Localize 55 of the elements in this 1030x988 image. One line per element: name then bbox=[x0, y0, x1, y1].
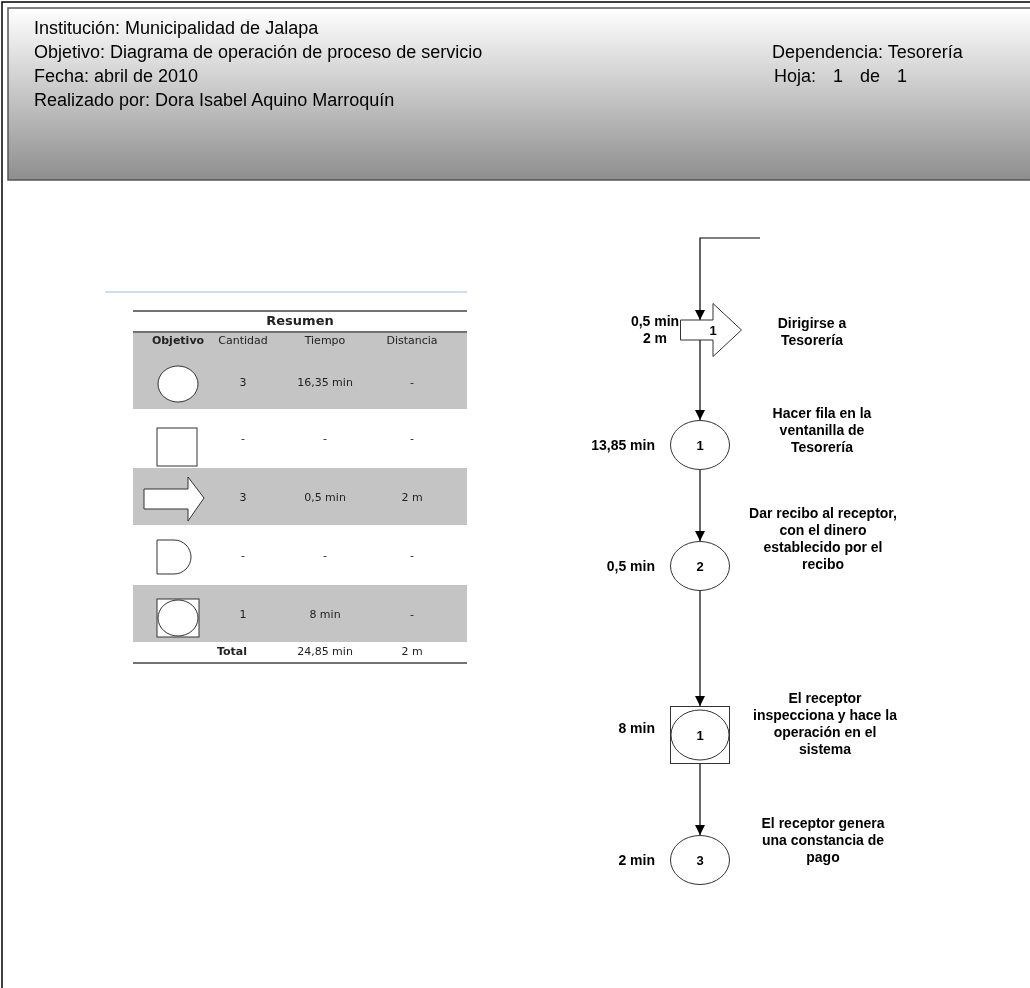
table-cell: 3 bbox=[239, 491, 247, 504]
flow-arrow bbox=[695, 763, 705, 836]
operation-circle bbox=[670, 835, 730, 885]
step-measure: 8 min bbox=[617, 720, 655, 737]
operation-circle bbox=[670, 420, 730, 470]
table-cell: 24,85 min bbox=[297, 645, 353, 658]
step-number: 1 bbox=[696, 727, 704, 743]
flow-arrow bbox=[695, 237, 761, 321]
header-text: Dependencia: Tesorería bbox=[772, 42, 963, 63]
header-text: Fecha: abril de 2010 bbox=[34, 66, 199, 87]
step-description: Hacer fila en la ventanilla de Tesorería bbox=[771, 405, 873, 456]
step-number: 2 bbox=[696, 558, 704, 574]
table-cell: - bbox=[410, 608, 414, 621]
table-cell: - bbox=[241, 549, 245, 562]
inspection-operation-symbol bbox=[670, 706, 730, 764]
step-number: 3 bbox=[696, 852, 704, 868]
table-cell: - bbox=[410, 549, 414, 562]
table-cell: Total bbox=[216, 645, 248, 658]
step-measure: 2 min bbox=[617, 852, 655, 869]
header-text: Institución: Municipalidad de Jalapa bbox=[34, 18, 319, 39]
table-cell: - bbox=[410, 432, 414, 445]
table-cell: 3 bbox=[239, 376, 247, 389]
step-number: 1 bbox=[709, 322, 717, 338]
step-number: 1 bbox=[696, 437, 704, 453]
step-measure: 2 m bbox=[641, 330, 669, 347]
step-measure: 0,5 min bbox=[629, 313, 681, 330]
step-measure: 13,85 min bbox=[590, 437, 655, 454]
table-cell: - bbox=[323, 432, 327, 445]
operation-circle bbox=[670, 541, 730, 591]
column-header: Tiempo bbox=[304, 334, 346, 347]
table-cell: 2 m bbox=[401, 491, 423, 504]
header-text: Objetivo: Diagrama de operación de proceso de servicio bbox=[34, 42, 483, 63]
table-cell: 0,5 min bbox=[304, 491, 346, 504]
table-cell: 8 min bbox=[309, 608, 341, 621]
step-description: El receptor inspecciona y hace la operación en el sistema bbox=[752, 690, 898, 758]
transport-arrow bbox=[680, 303, 742, 357]
column-header: Objetivo bbox=[151, 334, 205, 347]
table-cell: - bbox=[241, 432, 245, 445]
table-title: Resumen bbox=[266, 313, 334, 328]
table-cell: - bbox=[410, 376, 414, 389]
step-description: El receptor genera una constancia de pago bbox=[760, 815, 886, 866]
table-cell: 16,35 min bbox=[297, 376, 353, 389]
column-header: Distancia bbox=[386, 334, 438, 347]
column-header: Cantidad bbox=[218, 334, 268, 347]
header-text: Hoja: 1 de 1 bbox=[774, 66, 908, 87]
header-text: Realizado por: Dora Isabel Aquino Marroquín bbox=[34, 90, 395, 111]
flow-arrow bbox=[695, 339, 705, 421]
flow-arrow bbox=[695, 590, 705, 707]
table-cell: - bbox=[323, 549, 327, 562]
table-cell: 1 bbox=[239, 608, 247, 621]
table-cell: 2 m bbox=[401, 645, 423, 658]
step-description: Dirigirse a Tesorería bbox=[776, 315, 848, 349]
step-description: Dar recibo al receptor, con el dinero establecido por el recibo bbox=[748, 505, 898, 573]
step-measure: 0,5 min bbox=[605, 558, 655, 575]
flow-arrow bbox=[695, 469, 705, 542]
